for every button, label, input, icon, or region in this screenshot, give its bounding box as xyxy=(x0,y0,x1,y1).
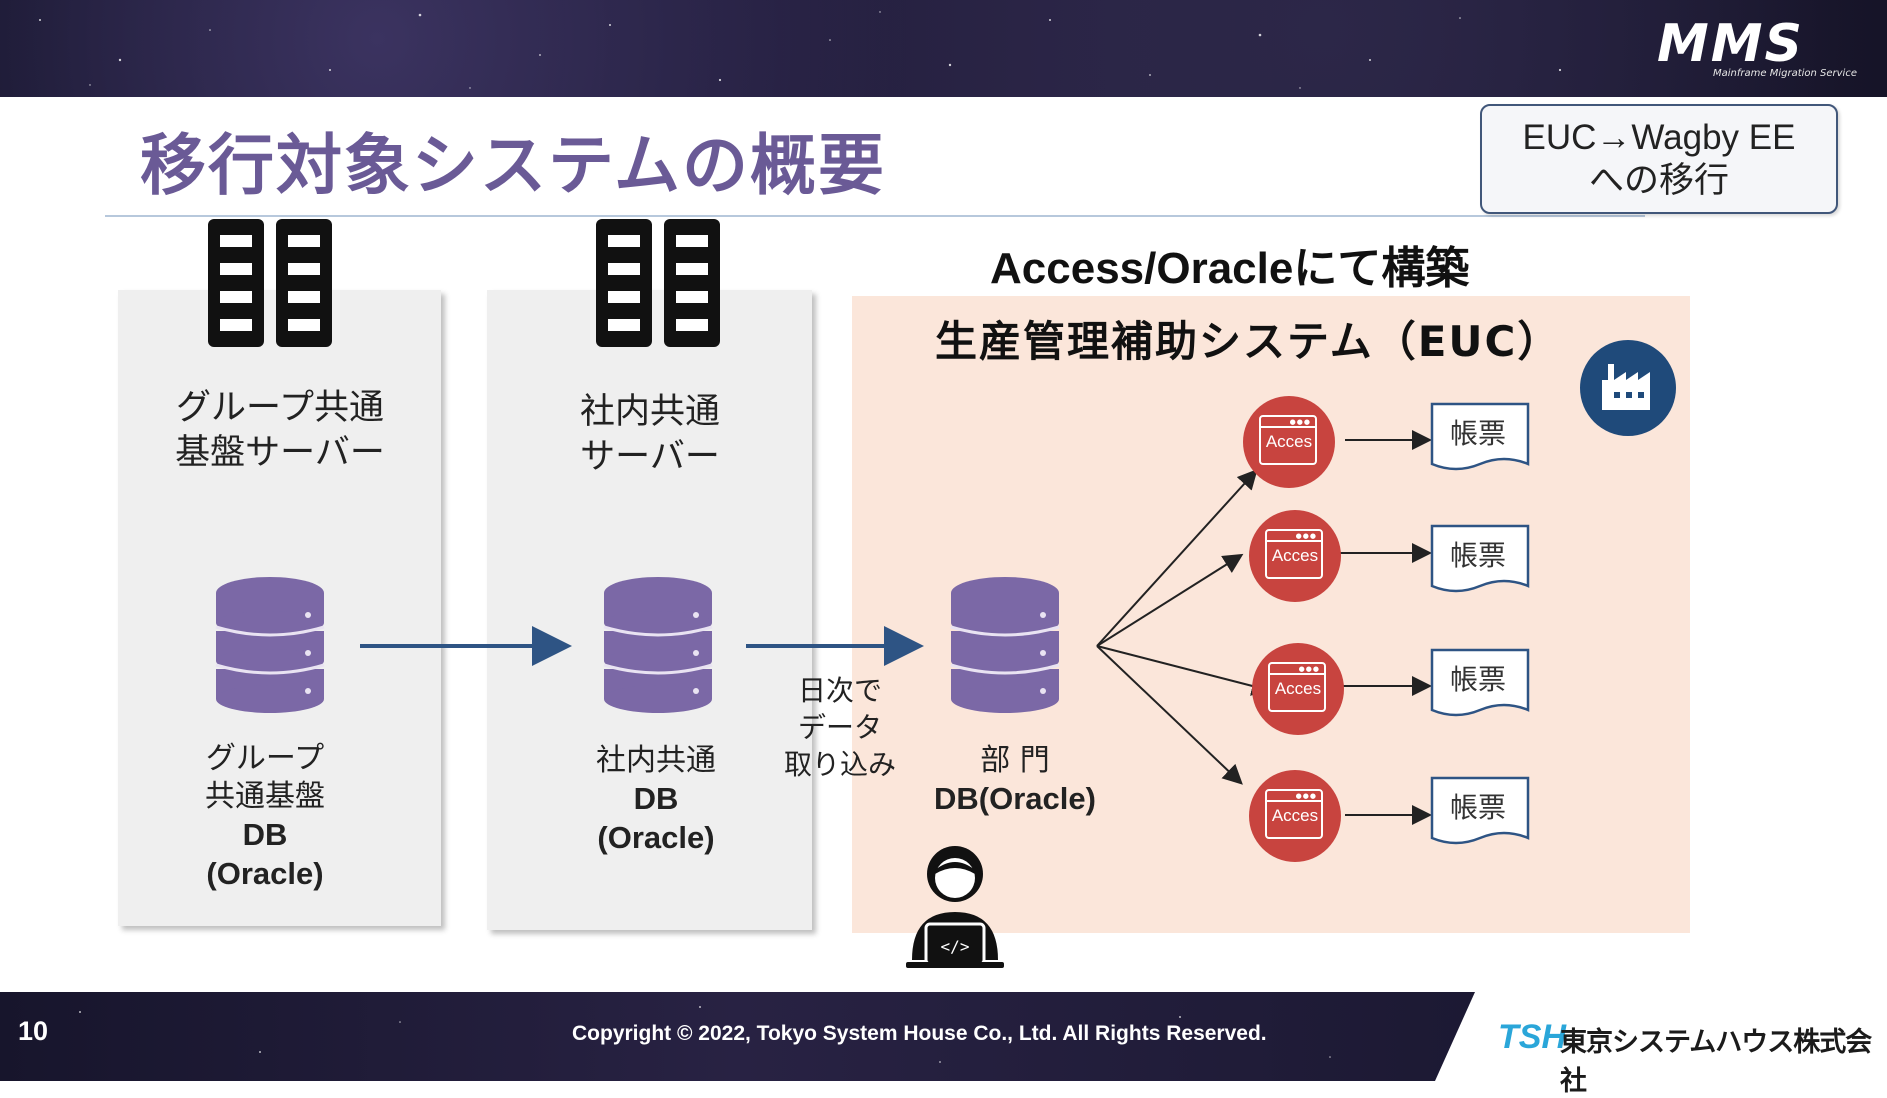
access-app-icon: ●●● Acces xyxy=(1243,396,1335,488)
company-logo-mark: TSH xyxy=(1498,1018,1566,1056)
logo-text: MMS xyxy=(1657,14,1804,74)
group-db-label-line3: DB xyxy=(242,817,288,852)
access-app-label: Acces xyxy=(1271,546,1319,565)
group-db-label-line1: グループ xyxy=(205,741,325,776)
mms-logo: MMS Mainframe Migration Service xyxy=(1657,18,1857,82)
footer-band xyxy=(0,992,1475,1081)
db-to-access-arrow-3 xyxy=(1096,645,1272,696)
title-divider xyxy=(105,215,1645,217)
migration-badge: EUC→Wagby EE への移行 xyxy=(1480,104,1838,214)
db-to-access-arrow-1 xyxy=(1096,469,1258,647)
daily-import-line3: 取り込み xyxy=(783,748,896,781)
page-title: 移行対象システムの概要 xyxy=(140,127,887,204)
logo-subtext: Mainframe Migration Service xyxy=(1713,68,1857,79)
page-number: 10 xyxy=(18,1016,49,1046)
database-icon xyxy=(215,577,325,713)
group-server-label-line1: グループ共通 xyxy=(176,388,384,428)
group-db-label-line4: (Oracle) xyxy=(206,856,324,891)
access-app-icon: ●●● Acces xyxy=(1249,770,1341,862)
top-banner xyxy=(0,0,1887,97)
internal-db-label: 社内共通 DB (Oracle) xyxy=(556,742,756,858)
internal-server-label-line1: 社内共通 xyxy=(579,392,720,432)
internal-server-label-line2: サーバー xyxy=(580,437,720,477)
badge-line-2: への移行 xyxy=(1588,161,1729,200)
access-app-icon: ●●● Acces xyxy=(1249,510,1341,602)
database-icon xyxy=(950,577,1060,713)
euc-system-title: 生産管理補助システム（EUC） xyxy=(935,317,1562,366)
access-app-label: Acces xyxy=(1274,679,1322,698)
svg-text:</>: </> xyxy=(941,937,970,956)
euc-build-heading: Access/Oracleにて構築 xyxy=(990,244,1470,293)
report-document-icon: 帳票 xyxy=(1430,524,1530,596)
report-document-icon: 帳票 xyxy=(1430,648,1530,720)
db-to-access-arrow-2 xyxy=(1096,553,1244,647)
internal-db-label-line1: 社内共通 xyxy=(596,743,716,778)
access-app-label: Acces xyxy=(1271,806,1319,825)
starfield-decoration xyxy=(39,11,1562,89)
internal-db-label-line2: DB xyxy=(633,781,679,816)
database-icon xyxy=(603,577,713,713)
report-label: 帳票 xyxy=(1450,663,1507,696)
internal-server-label: 社内共通 サーバー xyxy=(490,390,810,480)
company-name: 東京システムハウス株式会社 xyxy=(1560,1027,1872,1097)
daily-import-line1: 日次で xyxy=(797,674,882,707)
report-label: 帳票 xyxy=(1450,539,1507,572)
report-document-icon: 帳票 xyxy=(1430,402,1530,474)
group-db-label: グループ 共通基盤 DB (Oracle) xyxy=(165,740,365,894)
report-document-icon: 帳票 xyxy=(1430,776,1530,848)
daily-import-label: 日次で データ 取り込み xyxy=(780,672,900,783)
db-to-access-arrow-4 xyxy=(1096,645,1243,785)
server-icon xyxy=(208,219,332,347)
department-db-label-line1: 部 門 xyxy=(980,743,1050,778)
developer-icon: </> xyxy=(906,846,1004,968)
group-server-label: グループ共通 基盤サーバー xyxy=(120,386,440,476)
report-label: 帳票 xyxy=(1450,791,1507,824)
department-db-label-line2: DB(Oracle) xyxy=(934,781,1096,816)
badge-line-1: EUC→Wagby EE xyxy=(1522,118,1796,157)
report-label: 帳票 xyxy=(1450,417,1507,450)
access-app-label: Acces xyxy=(1265,432,1313,451)
group-db-label-line2: 共通基盤 xyxy=(205,779,325,814)
copyright-text: Copyright © 2022, Tokyo System House Co.… xyxy=(572,1022,1267,1045)
factory-icon xyxy=(1580,340,1676,436)
department-db-label: 部 門 DB(Oracle) xyxy=(915,742,1115,819)
internal-db-label-line3: (Oracle) xyxy=(597,820,715,855)
server-icon xyxy=(596,219,720,347)
group-server-label-line2: 基盤サーバー xyxy=(175,433,385,473)
daily-import-line2: データ xyxy=(797,711,882,744)
access-app-icon: ●●● Acces xyxy=(1252,643,1344,735)
